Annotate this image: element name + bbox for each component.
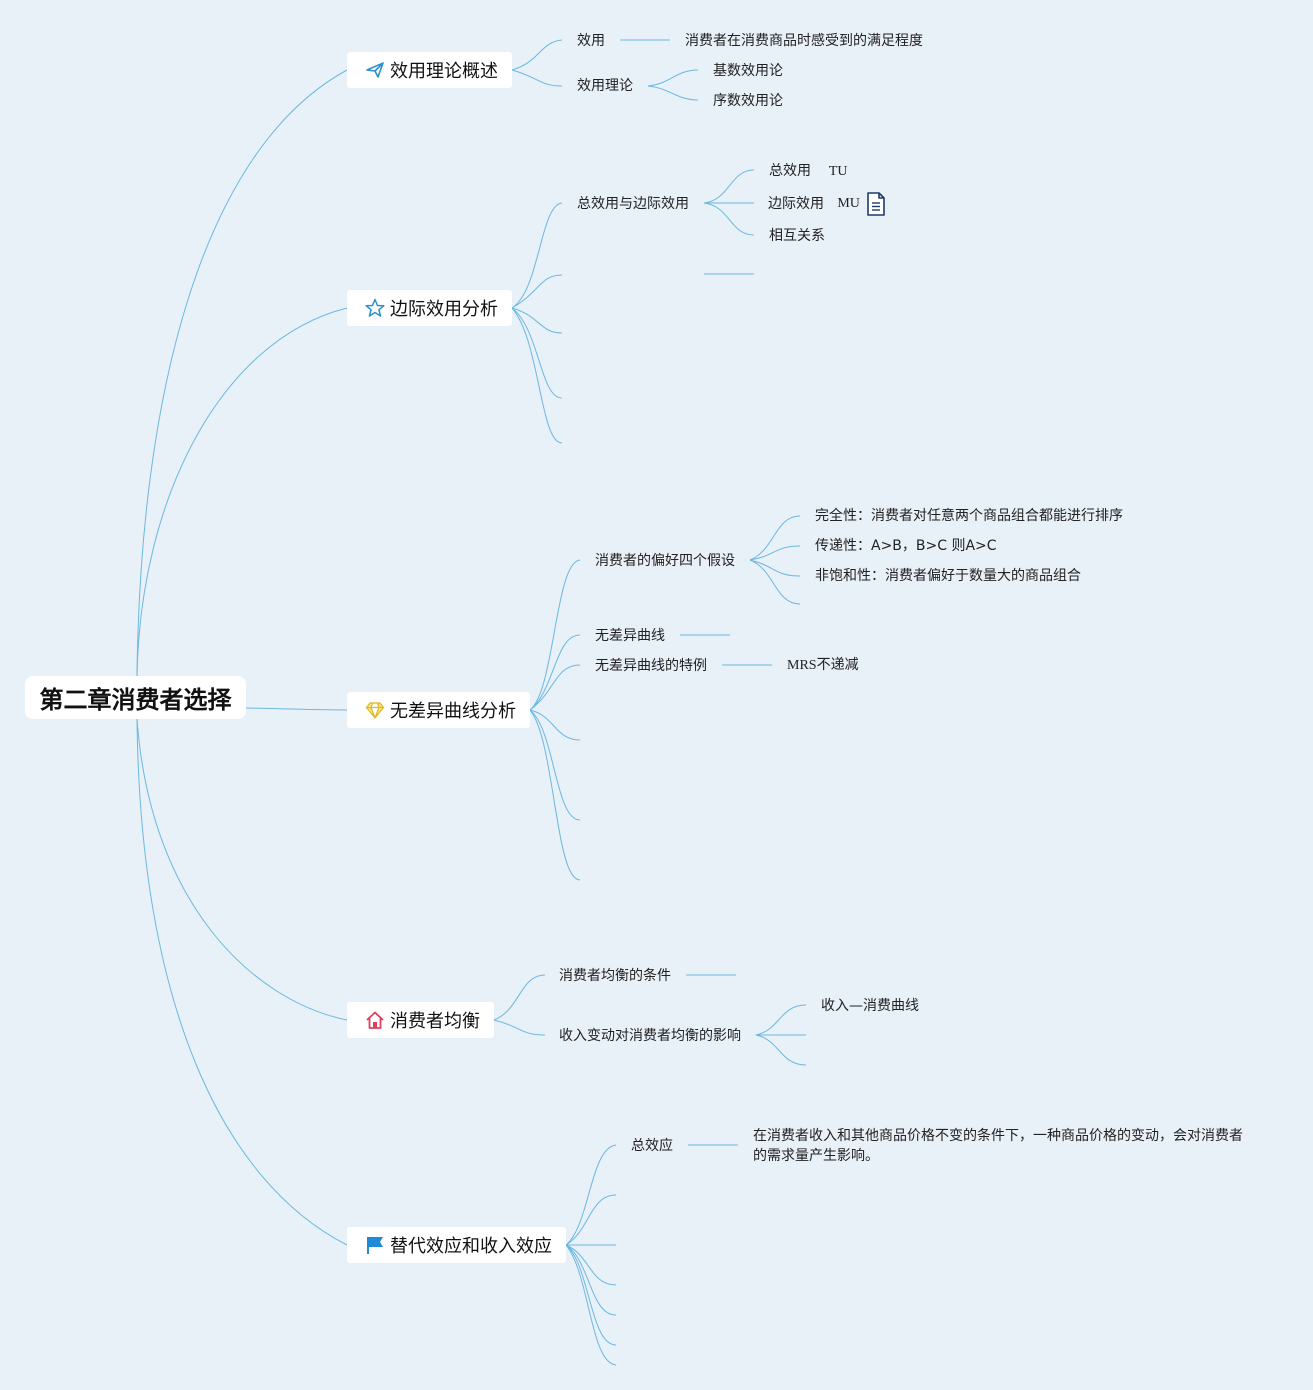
attachment-icon[interactable] <box>866 192 886 216</box>
topic-label: 无差异曲线分析 <box>390 701 516 722</box>
subtopic-utility-theory[interactable]: 效用理论 <box>577 78 633 94</box>
subtopic-cardinal-utility[interactable]: 基数效用论 <box>713 63 783 79</box>
topic-label: 消费者均衡 <box>390 1011 480 1032</box>
subtopic-utility-definition[interactable]: 消费者在消费商品时感受到的满足程度 <box>685 33 923 49</box>
topic-label: 效用理论概述 <box>390 61 498 82</box>
subtopic-total-utility[interactable]: 总效用 TU <box>769 162 847 181</box>
topic-consumer-equilibrium[interactable]: 消费者均衡 <box>347 1002 494 1038</box>
subtopic-equilibrium-conditions[interactable]: 消费者均衡的条件 <box>559 968 671 984</box>
subtopic-total-effect[interactable]: 总效应 <box>631 1138 673 1154</box>
subtopic-relationship[interactable]: 相互关系 <box>769 228 825 244</box>
subtopic-ordinal-utility[interactable]: 序数效用论 <box>713 93 783 109</box>
subtopic-mrs[interactable]: MRS不递减 <box>787 658 859 673</box>
subtopic-preference-assumptions[interactable]: 消费者的偏好四个假设 <box>595 553 735 569</box>
topic-substitution-income-effect[interactable]: 替代效应和收入效应 <box>347 1227 566 1263</box>
paper-plane-icon <box>365 60 385 80</box>
item-abbr: MU <box>837 196 860 211</box>
star-icon <box>365 298 385 318</box>
subtopic-completeness[interactable]: 完全性：消费者对任意两个商品组合都能进行排序 <box>815 508 1123 524</box>
subtopic-indifference-curve[interactable]: 无差异曲线 <box>595 628 665 644</box>
topic-indifference-curve[interactable]: 无差异曲线分析 <box>347 692 530 728</box>
subtopic-utility[interactable]: 效用 <box>577 33 605 49</box>
flag-icon <box>365 1235 385 1255</box>
subtopic-total-effect-definition[interactable]: 在消费者收入和其他商品价格不变的条件下，一种商品价格的变动，会对消费者的需求量产… <box>753 1128 1243 1164</box>
item-abbr: TU <box>828 164 848 179</box>
subtopic-special-cases[interactable]: 无差异曲线的特例 <box>595 658 707 674</box>
subtopic-total-marginal-utility[interactable]: 总效用与边际效用 <box>577 196 689 212</box>
topic-label: 边际效用分析 <box>390 299 498 320</box>
diamond-icon <box>365 700 385 720</box>
subtopic-income-change-effect[interactable]: 收入变动对消费者均衡的影响 <box>559 1028 741 1044</box>
subtopic-transitivity[interactable]: 传递性：A>B，B>C 则A>C <box>815 538 997 554</box>
subtopic-income-consumption-curve[interactable]: 收入—消费曲线 <box>821 998 919 1014</box>
house-icon <box>365 1010 385 1030</box>
topic-utility-overview[interactable]: 效用理论概述 <box>347 52 512 88</box>
item-label: 边际效用 <box>768 196 824 212</box>
item-label: 总效用 <box>769 163 811 179</box>
root-topic[interactable]: 第二章消费者选择 <box>25 676 246 719</box>
topic-label: 替代效应和收入效应 <box>390 1236 552 1257</box>
subtopic-non-satiation[interactable]: 非饱和性：消费者偏好于数量大的商品组合 <box>815 568 1081 584</box>
topic-marginal-utility[interactable]: 边际效用分析 <box>347 290 512 326</box>
subtopic-marginal-utility[interactable]: 边际效用 MU <box>768 192 886 216</box>
